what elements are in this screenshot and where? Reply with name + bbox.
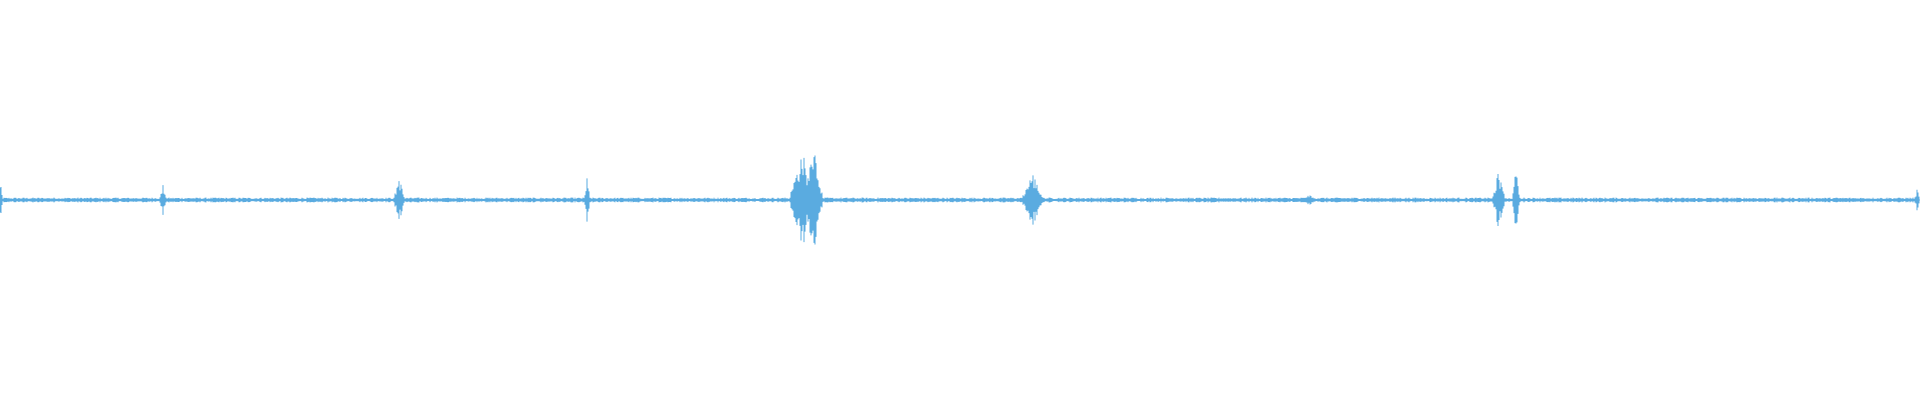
waveform-trace [0,155,1920,245]
